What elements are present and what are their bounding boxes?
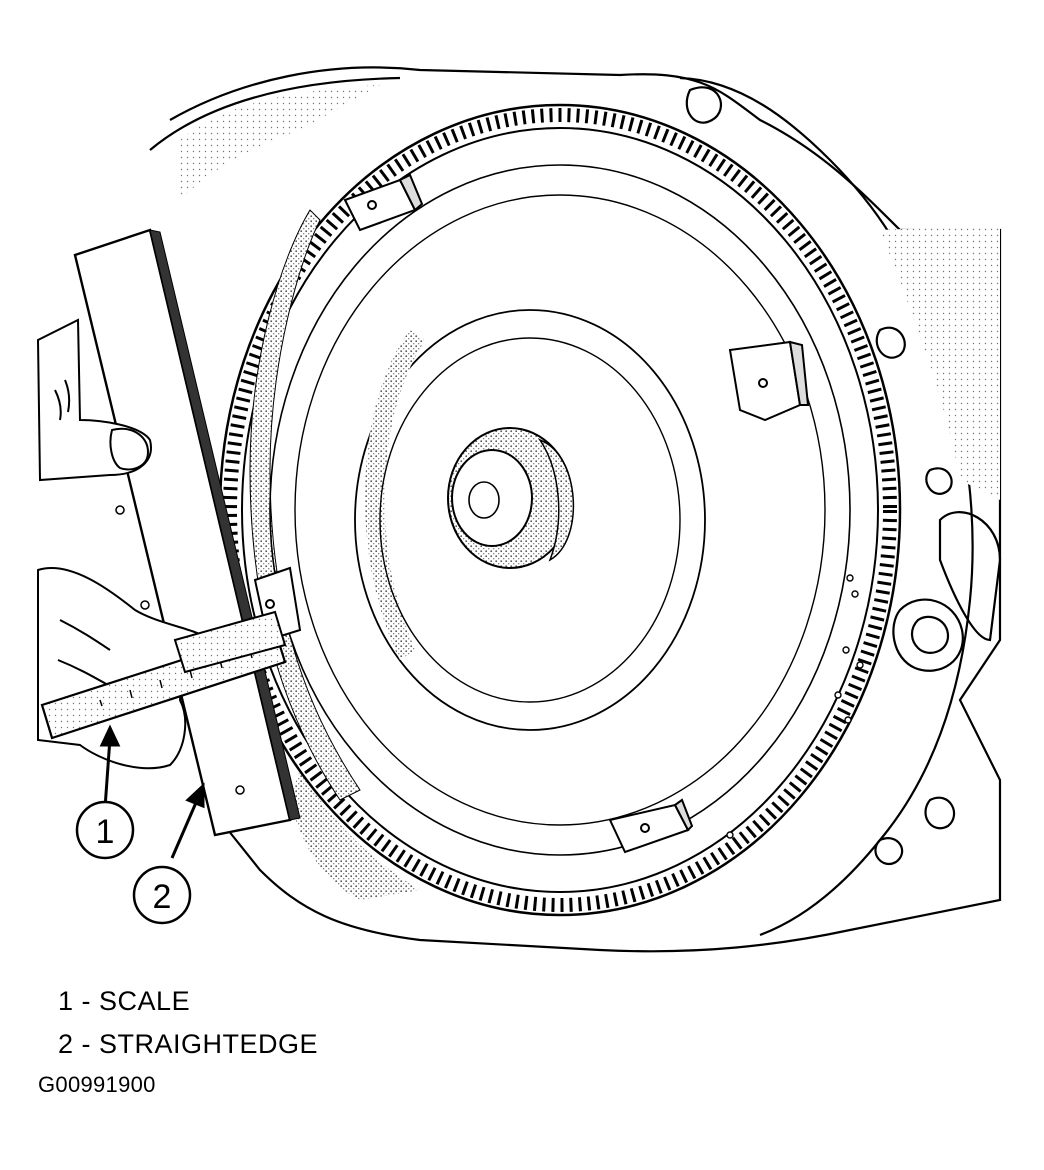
callout-number: 2	[153, 878, 172, 916]
legend-item: 1 - SCALE	[58, 980, 318, 1023]
scale-ruler	[40, 610, 287, 740]
legend-label: STRAIGHTEDGE	[99, 1029, 319, 1059]
legend-number: 2	[58, 1029, 74, 1059]
flexplate-holes	[726, 574, 864, 839]
housing-shaded-area	[180, 85, 380, 200]
legend-separator: -	[73, 986, 100, 1016]
converter-hub	[447, 427, 575, 569]
straightedge	[73, 228, 301, 837]
converter-lug	[608, 798, 694, 854]
legend-number: 1	[58, 986, 74, 1016]
legend-label: SCALE	[99, 986, 191, 1016]
legend-item: 2 - STRAIGHTEDGE	[58, 1023, 318, 1066]
hand-upper	[36, 318, 152, 482]
hub-shaded-area	[365, 330, 425, 660]
figure-id: G00991900	[38, 1072, 156, 1097]
converter-lug	[728, 340, 810, 422]
callout-number: 1	[96, 813, 115, 851]
callout-arrow-1	[99, 724, 121, 809]
callout-arrow-2	[170, 782, 205, 859]
housing-shaded-area	[880, 225, 1000, 500]
ring-gear-teeth	[223, 108, 897, 912]
flywheel-measurement-illustration: 1 2	[36, 66, 1002, 953]
callout-1: 1	[75, 800, 135, 860]
legend: 1 - SCALE 2 - STRAIGHTEDGE	[58, 980, 318, 1066]
callout-2: 2	[132, 865, 192, 925]
housing-shaded-area	[290, 770, 420, 900]
legend-separator: -	[73, 1029, 100, 1059]
converter-lug	[343, 173, 424, 232]
